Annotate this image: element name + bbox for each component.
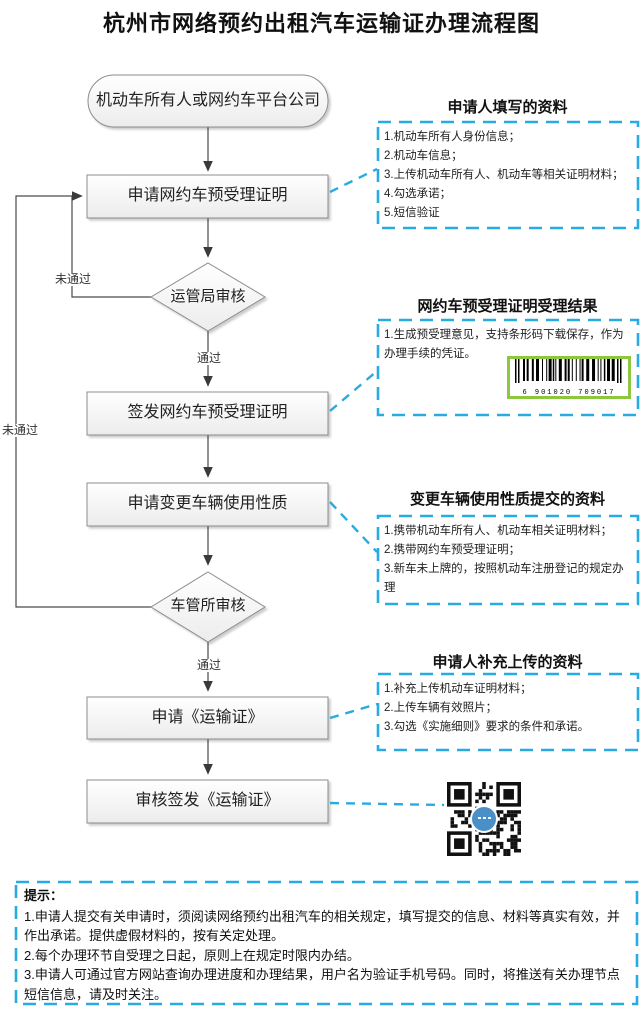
tips-content: 提示： 1.申请人提交有关申请时，须阅读网络预约出租汽车的相关规定，填写提交的信…: [24, 886, 626, 1004]
page-title: 杭州市网络预约出租汽车运输证办理流程图: [102, 11, 540, 36]
edge-label-fail-1: 未通过: [50, 273, 96, 286]
annotation-line: 2.机动车信息；: [384, 150, 463, 162]
annotation-line: 1.携带机动车所有人、机动车相关证明材料；: [384, 525, 613, 537]
qr-code: [447, 782, 521, 856]
process-box-apply-transport-cert: [86, 696, 329, 740]
annotation-line: 3.勾选《实施细则》要求的条件和承诺。: [384, 721, 590, 733]
annotation-line: 4.勾选承诺；: [384, 188, 452, 200]
process-change-vehicle-usage-label: 申请变更车辆使用性质: [127, 495, 288, 513]
connector-apply-to-anno1: [329, 167, 378, 194]
annotation-line: 1.机动车所有人身份信息；: [384, 131, 521, 143]
edge-review2-fail-loop: [15, 191, 152, 608]
annotation-box-4: [376, 672, 640, 752]
qr-code-image: [447, 782, 521, 856]
annotation-line: 5.短信验证: [384, 207, 440, 219]
annotation-line: 2.携带网约车预受理证明；: [384, 544, 521, 556]
annotation-line: 3.新车未上牌的，按照机动车注册登记的规定办理: [384, 563, 624, 594]
connector-cert-to-anno4: [329, 702, 378, 720]
annotation-3-title: 变更车辆使用性质提交的资料: [409, 491, 605, 508]
process-box-change-vehicle-usage: [86, 482, 329, 527]
annotation-line: 3.上传机动车所有人、机动车等相关证明材料；: [384, 169, 624, 181]
connector-change-to-anno3: [329, 501, 378, 553]
annotation-2-title: 网约车预受理证明受理结果: [417, 298, 598, 315]
barcode-bars: [515, 359, 622, 383]
annotation-1-title: 申请人填写的资料: [447, 99, 568, 116]
decision-diamond-transport-bureau: [150, 262, 266, 332]
annotation-4-body: 1.补充上传机动车证明材料； 2.上传车辆有效照片； 3.勾选《实施细则》要求的…: [384, 680, 634, 737]
barcode-image: 6 901020 709017: [507, 356, 631, 399]
edge-label-pass-1: 通过: [186, 352, 232, 365]
annotation-line: 1.补充上传机动车证明材料；: [384, 683, 532, 695]
edge-label-pass-2: 通过: [186, 659, 232, 672]
connector-issue-to-anno2: [329, 370, 378, 412]
annotation-4-title: 申请人补充上传的资料: [432, 654, 583, 671]
annotation-box-3: [376, 514, 640, 606]
edge-label-fail-2: 未通过: [0, 424, 43, 437]
process-box-issue-pre-acceptance: [86, 391, 329, 436]
decision-transport-bureau-label: 运管局审核: [170, 288, 246, 306]
process-issue-pre-acceptance-label: 签发网约车预受理证明: [127, 404, 288, 422]
process-review-issue-cert-label: 审核签发《运输证》: [135, 792, 280, 810]
tips-line: 3.申请人可通过官方网站查询办理进度和办理结果，用户名为验证手机号码。同时，将推…: [24, 967, 620, 1002]
annotation-1-body: 1.机动车所有人身份信息； 2.机动车信息； 3.上传机动车所有人、机动车等相关…: [384, 128, 634, 223]
decision-diamond-vehicle-admin: [150, 571, 266, 643]
annotation-2-body: 1.生成预受理意见，支持条形码下载保存，作为办理手续的凭证。: [384, 326, 632, 364]
process-box-review-issue-cert: [86, 779, 329, 824]
start-node-label: 机动车所有人或网约车平台公司: [95, 91, 320, 109]
annotation-line: 2.上传车辆有效照片；: [384, 702, 498, 714]
barcode-digits: 6 901020 709017: [522, 389, 616, 397]
start-oval: [87, 74, 329, 128]
tips-heading: 提示：: [24, 888, 64, 903]
process-apply-transport-cert-label: 申请《运输证》: [151, 708, 264, 726]
tips-box: [14, 880, 639, 1006]
edge-review1-fail-loop: [71, 196, 152, 298]
decision-vehicle-admin-label: 车管所审核: [170, 597, 246, 615]
annotation-3-body: 1.携带机动车所有人、机动车相关证明材料； 2.携带网约车预受理证明； 3.新车…: [384, 522, 634, 598]
process-box-apply-pre-acceptance: [86, 174, 329, 219]
tips-line: 2.每个办理环节自受理之日起，原则上在规定时限内办结。: [24, 947, 360, 963]
annotation-box-2: [376, 318, 640, 417]
tips-line: 1.申请人提交有关申请时，须阅读网络预约出租汽车的相关规定，填写提交的信息、材料…: [24, 908, 620, 944]
process-apply-pre-acceptance-label: 申请网约车预受理证明: [127, 187, 288, 205]
annotation-line: 1.生成预受理意见，支持条形码下载保存，作为办理手续的凭证。: [384, 329, 624, 360]
annotation-box-1: [376, 120, 640, 230]
connector-issue-cert-to-qr: [329, 801, 445, 807]
